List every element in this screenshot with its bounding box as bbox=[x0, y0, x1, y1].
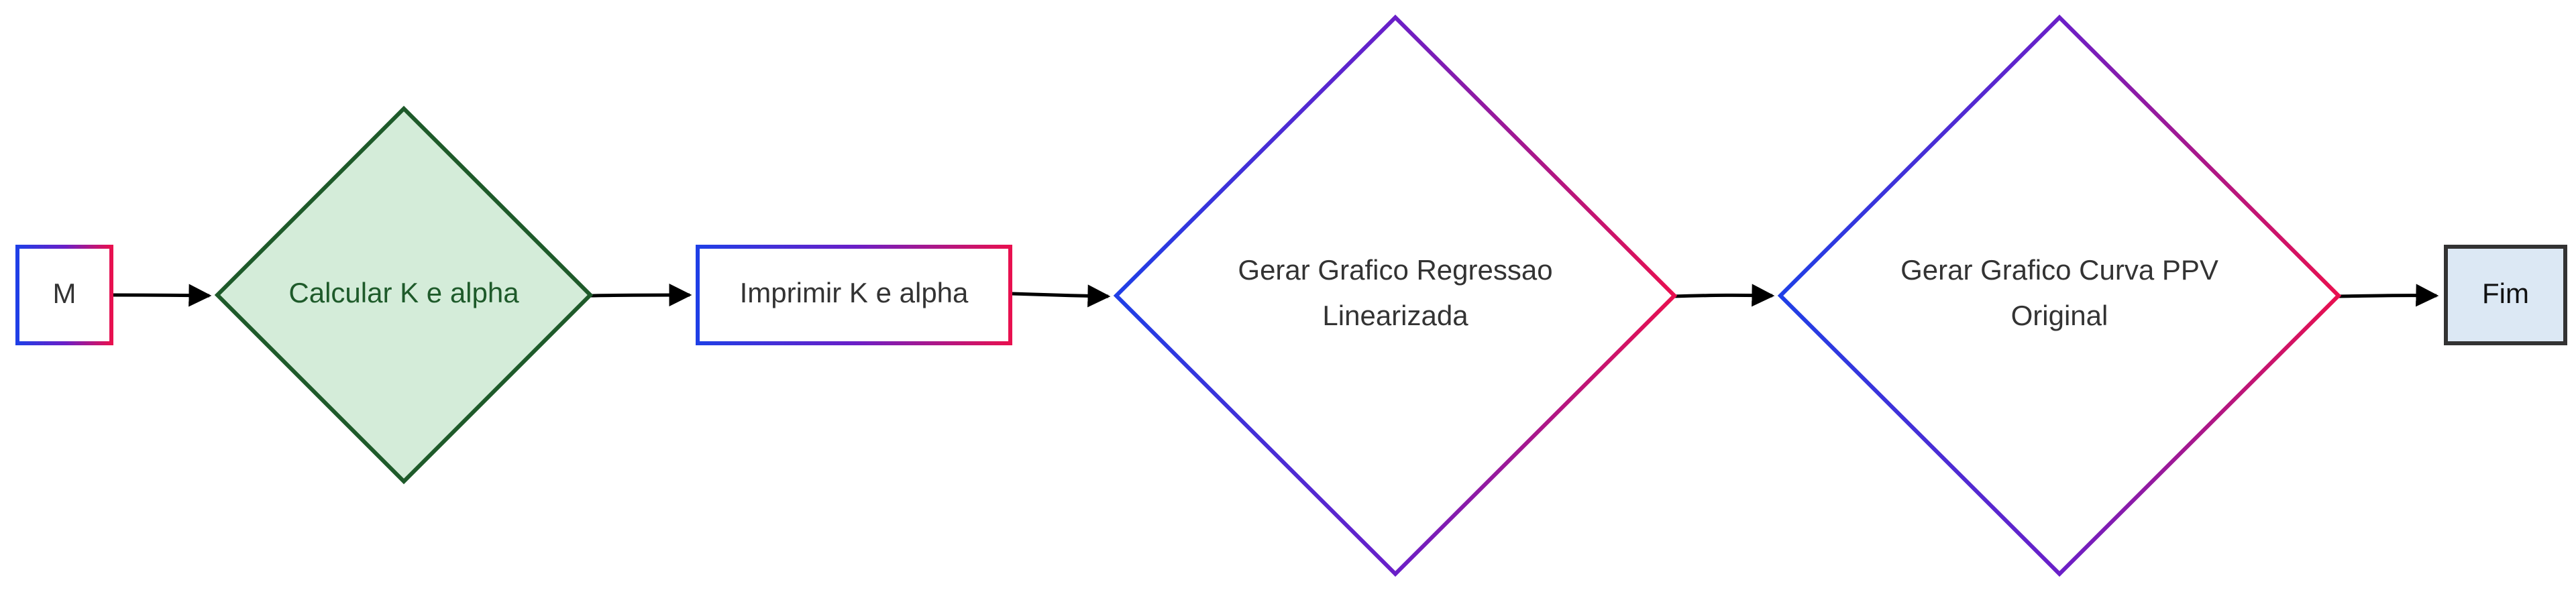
node-print[interactable]: Imprimir K e alpha bbox=[696, 245, 1012, 345]
node-end[interactable]: Fim bbox=[2444, 245, 2567, 345]
node-graph-regressao[interactable]: Gerar Grafico Regressao Linearizada bbox=[1113, 14, 1678, 577]
node-calc-label: Calcular K e alpha bbox=[288, 277, 519, 308]
edge-graph-reg-to-graph-ppv bbox=[1672, 284, 1775, 307]
node-calc-decision[interactable]: Calcular K e alpha bbox=[214, 105, 594, 485]
node-print-label: Imprimir K e alpha bbox=[740, 277, 969, 308]
edges bbox=[112, 284, 2439, 308]
edge-print-to-graph-reg bbox=[1011, 284, 1111, 308]
edge-calc-to-print bbox=[590, 284, 692, 307]
node-graph-ppv-label-line1: Gerar Grafico Curva PPV bbox=[1900, 254, 2218, 286]
node-graph-ppv-label-line2: Original bbox=[2011, 300, 2108, 331]
node-end-label: Fim bbox=[2482, 278, 2529, 309]
node-graph-ppv[interactable]: Gerar Grafico Curva PPV Original bbox=[1777, 14, 2342, 577]
node-graph-regressao-label-line2: Linearizada bbox=[1322, 300, 1468, 331]
edge-m-to-calc bbox=[112, 284, 212, 307]
node-m-label: M bbox=[53, 278, 76, 309]
node-m[interactable]: M bbox=[15, 245, 113, 345]
node-graph-regressao-label-line1: Gerar Grafico Regressao bbox=[1238, 254, 1552, 286]
